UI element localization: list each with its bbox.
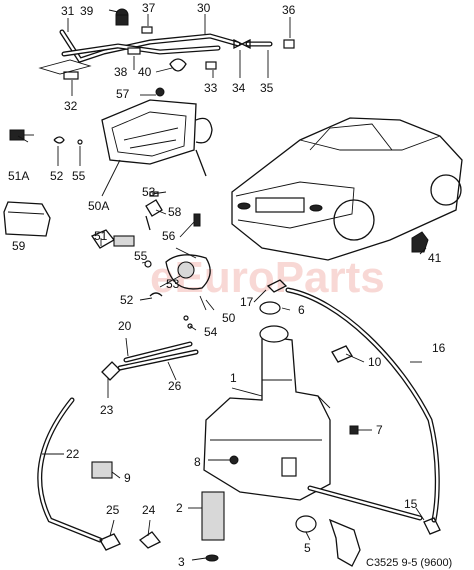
callout-55-top: 55 bbox=[72, 169, 86, 183]
callout-15: 15 bbox=[404, 497, 418, 511]
mirror-cover bbox=[3, 201, 51, 237]
top-leaders bbox=[67, 9, 291, 96]
callout-51a: 51A bbox=[8, 169, 29, 183]
callout-5: 5 bbox=[304, 541, 311, 555]
callout-50: 50 bbox=[222, 311, 236, 325]
callout-36: 36 bbox=[282, 3, 296, 17]
callout-3: 3 bbox=[178, 555, 185, 569]
callout-20: 20 bbox=[118, 319, 132, 333]
callout-41: 41 bbox=[428, 251, 442, 265]
callout-23: 23 bbox=[100, 403, 114, 417]
long-hoses bbox=[37, 287, 440, 543]
callout-37: 37 bbox=[142, 1, 156, 15]
callout-51: 51 bbox=[94, 229, 108, 243]
callout-52-top: 52 bbox=[50, 169, 64, 183]
callout-57: 57 bbox=[116, 87, 130, 101]
callout-2: 2 bbox=[176, 501, 183, 515]
callout-35: 35 bbox=[260, 81, 274, 95]
callout-31: 31 bbox=[61, 4, 75, 18]
callout-10: 10 bbox=[368, 355, 382, 369]
callout-39: 39 bbox=[80, 4, 94, 18]
callout-40: 40 bbox=[138, 65, 152, 79]
callout-25: 25 bbox=[106, 503, 120, 517]
callout-9: 9 bbox=[124, 471, 131, 485]
callout-54: 54 bbox=[204, 325, 218, 339]
callout-8: 8 bbox=[194, 455, 201, 469]
callout-7: 7 bbox=[376, 423, 383, 437]
callout-33: 33 bbox=[204, 81, 218, 95]
headlamp-washer-group bbox=[9, 87, 213, 231]
upper-hose-assembly bbox=[38, 8, 295, 80]
callout-53-mid: 53 bbox=[166, 277, 180, 291]
callout-52-mid: 52 bbox=[120, 293, 134, 307]
callout-55-mid: 55 bbox=[134, 249, 148, 263]
callout-16: 16 bbox=[432, 341, 446, 355]
callout-59: 59 bbox=[12, 239, 26, 253]
callout-30: 30 bbox=[197, 1, 211, 15]
callout-6: 6 bbox=[298, 303, 305, 317]
callout-24: 24 bbox=[142, 503, 156, 517]
callout-1: 1 bbox=[230, 371, 237, 385]
callout-22: 22 bbox=[66, 447, 80, 461]
callout-26: 26 bbox=[168, 379, 182, 393]
lower-leaders bbox=[17, 94, 427, 561]
callout-56: 56 bbox=[162, 229, 176, 243]
washer-reservoir bbox=[203, 325, 331, 501]
car-illustration bbox=[231, 117, 463, 261]
callout-labels: 31 39 37 30 36 38 40 33 34 35 32 57 51A … bbox=[8, 1, 446, 569]
callout-34: 34 bbox=[232, 81, 246, 95]
small-parts bbox=[91, 279, 441, 567]
callout-38: 38 bbox=[114, 65, 128, 79]
callout-17: 17 bbox=[240, 295, 254, 309]
middle-pump-assembly bbox=[91, 229, 211, 329]
callout-53-top: 53 bbox=[142, 185, 156, 199]
callout-58: 58 bbox=[168, 205, 182, 219]
callout-32: 32 bbox=[64, 99, 78, 113]
diagram-reference: C3525 9-5 (9600) bbox=[366, 557, 452, 569]
callout-50a: 50A bbox=[88, 199, 109, 213]
